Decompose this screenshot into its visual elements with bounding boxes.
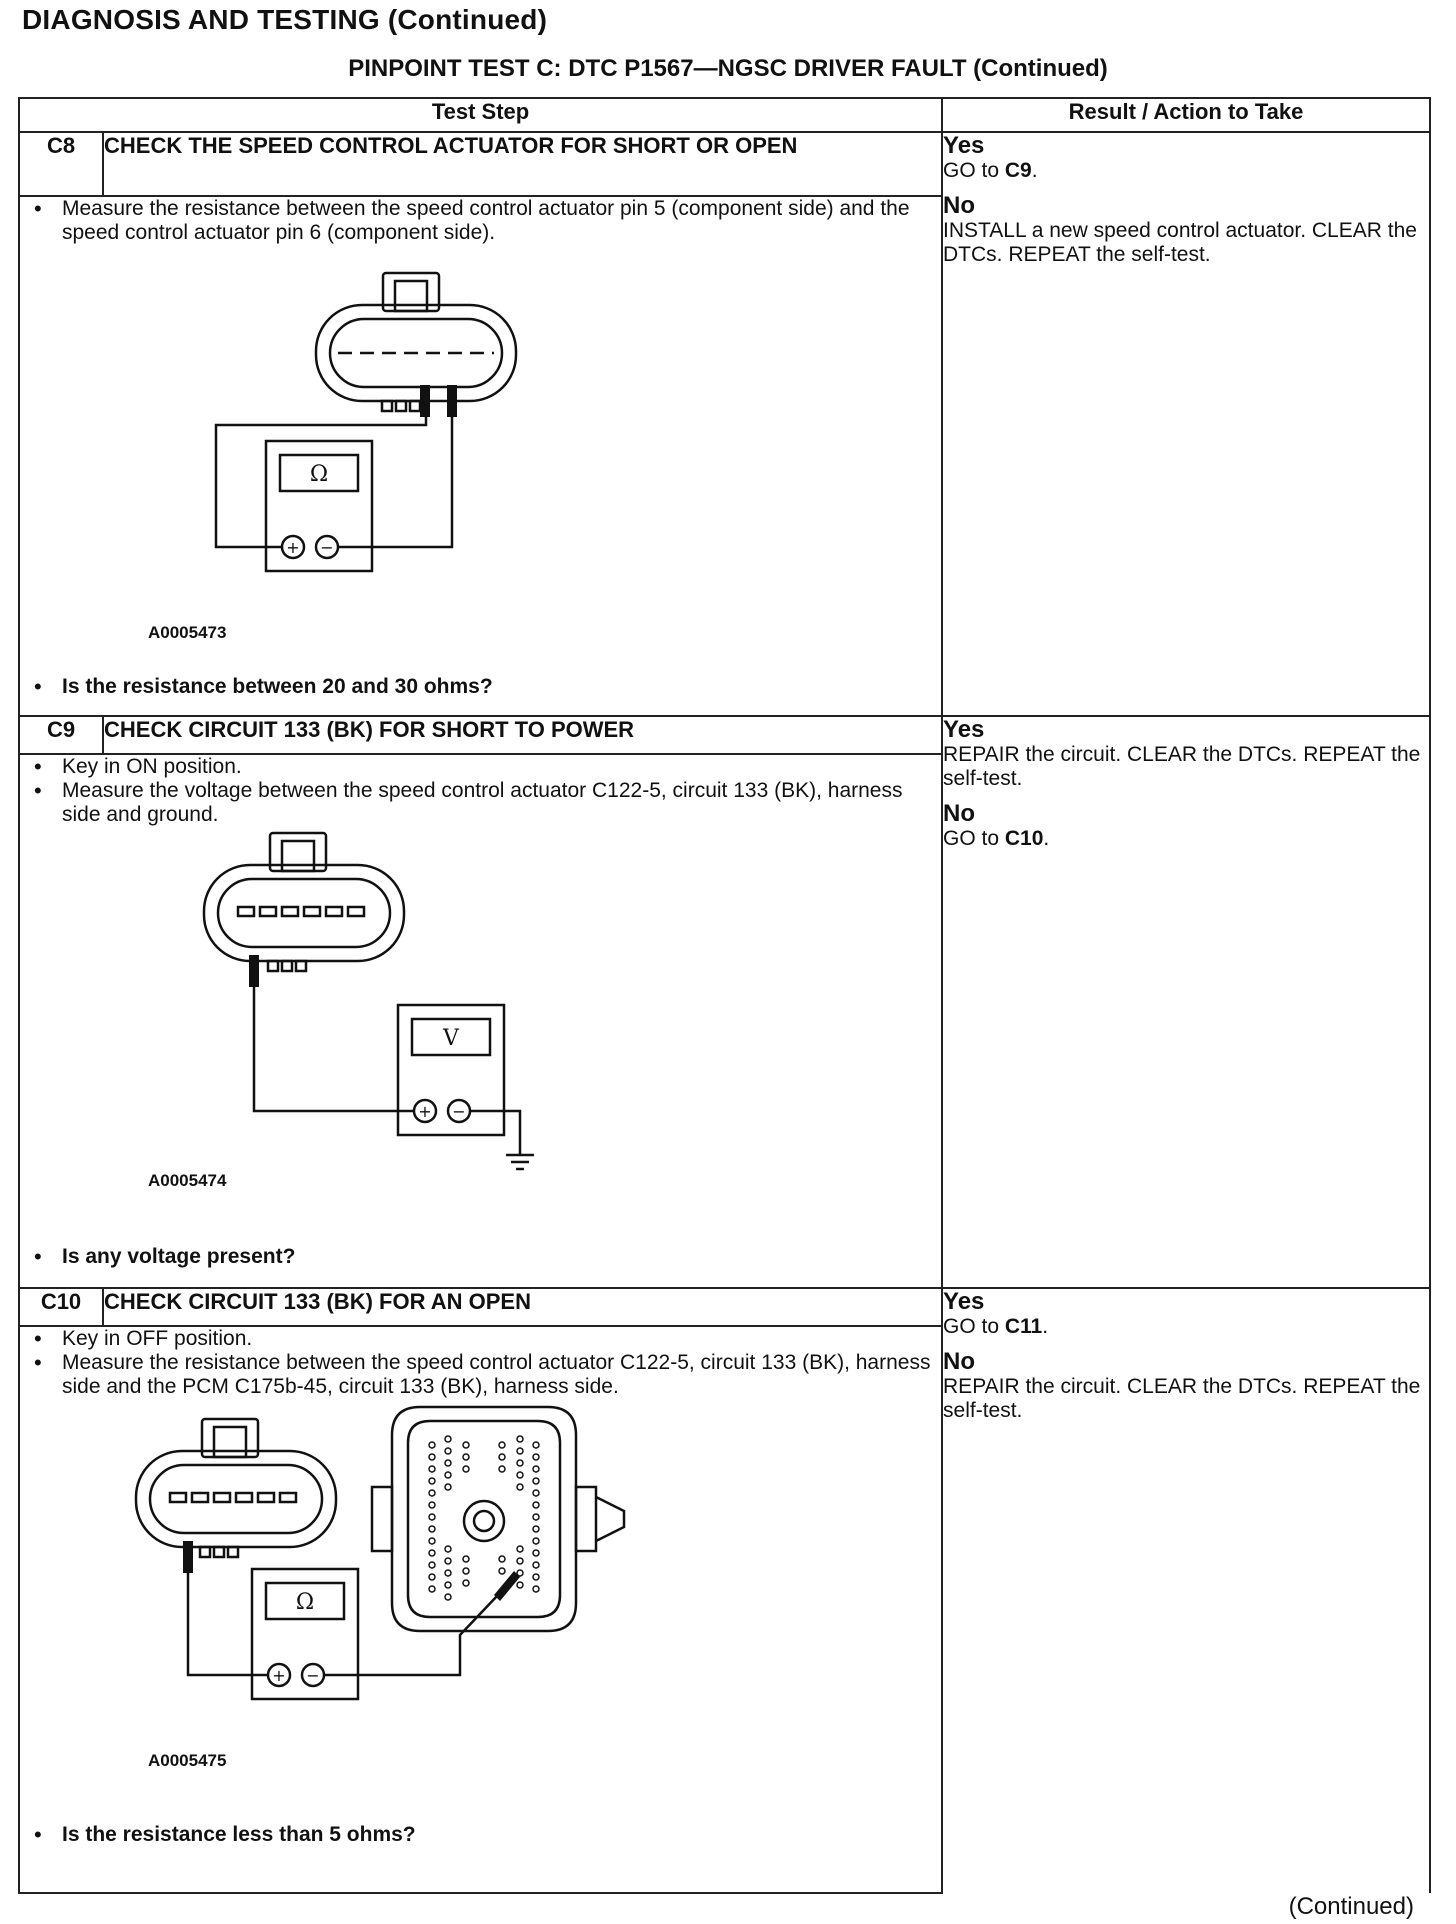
step-question: Is the resistance between 20 and 30 ohms… [62,675,493,698]
bullet-glyph: • [34,1350,42,1375]
yes-action: GO to C9. [943,159,1038,182]
result-cell: Yes GO to C9. No INSTALL a new speed con… [941,131,1432,716]
bullet-glyph: • [34,1822,42,1847]
figure-circuit-open-check: Ω + − A0005475 [20,1399,941,1823]
continued-note: (Continued) [1288,1893,1414,1920]
figure-id: A0005473 [148,623,227,642]
bullet-item: • Measure the voltage between the speed … [34,778,903,827]
column-header-result: Result / Action to Take [941,97,1432,133]
no-action: REPAIR the circuit. CLEAR the DTCs. REPE… [943,1375,1421,1422]
yes-label: Yes [943,716,985,743]
step-body: • Key in OFF position. • Measure the res… [17,1325,944,1894]
step-body: • Measure the resistance between the spe… [17,195,944,717]
step-question: Is the resistance less than 5 ohms? [62,1823,416,1846]
bullet-item: • Key in OFF position. [34,1326,253,1351]
step-title: CHECK THE SPEED CONTROL ACTUATOR FOR SHO… [101,131,944,197]
yes-action: GO to C11. [943,1315,1049,1338]
voltmeter-connector-diagram: V + − [202,831,534,1171]
step-reference: C9 [1004,159,1032,182]
probe-pin-5 [249,955,259,987]
step-title: CHECK CIRCUIT 133 (BK) FOR AN OPEN [101,1287,944,1327]
bullet-item: • Is the resistance less than 5 ohms? [34,1823,941,1847]
no-label: No [943,1348,976,1375]
meter-plus-terminal: + [418,1102,431,1121]
meter-minus-terminal: − [320,538,333,557]
meter-plus-terminal: + [286,538,299,557]
yes-action: REPAIR the circuit. CLEAR the DTCs. REPE… [943,743,1421,790]
step-id: C9 [18,715,104,755]
bullet-glyph: • [34,1326,42,1351]
page-title: DIAGNOSIS AND TESTING (Continued) [22,4,548,35]
figure-actuator-resistance: Ω + − A0005473 [20,245,941,675]
result-cell: Yes GO to C11. No REPAIR the circuit. CL… [941,1287,1432,1893]
probe-pin-6 [447,385,457,417]
probe-actuator-pin-5 [183,1541,193,1573]
voltmeter-icon [396,1003,506,1137]
step-title: CHECK CIRCUIT 133 (BK) FOR SHORT TO POWE… [101,715,944,755]
yes-label: Yes [943,1288,985,1315]
no-action: GO to C10. [943,827,1050,850]
ohmmeter-icon [264,439,374,573]
ohmmeter-pcm-diagram: Ω + − [134,1405,626,1701]
pcm-pin-array [428,1435,540,1601]
meter-plus-terminal: + [272,1666,285,1685]
bullet-glyph: • [34,1244,42,1269]
bullet-item: • Measure the resistance between the spe… [34,1350,931,1399]
probe-pin-5 [420,385,430,417]
bullet-item: • Is the resistance between 20 and 30 oh… [34,675,941,699]
bullet-glyph: • [34,196,42,221]
bullet-glyph: • [34,778,42,803]
meter-display-symbol: Ω [296,1590,314,1615]
bullet-item: • Measure the resistance between the spe… [34,196,910,245]
step-reference: C10 [1004,827,1044,850]
meter-display-symbol: V [442,1026,460,1051]
ohmmeter-connector-diagram: Ω + − [214,271,518,573]
step-body: • Key in ON position. • Measure the volt… [17,753,944,1289]
probe-pcm-pin-45 [494,1571,520,1601]
no-label: No [943,192,976,219]
ohmmeter-icon [250,1567,360,1701]
pinpoint-test-title: PINPOINT TEST C: DTC P1567—NGSC DRIVER F… [348,55,1108,82]
figure-voltage-check: V + − A0005474 [20,827,941,1245]
step-question: Is any voltage present? [62,1245,296,1268]
step-id: C10 [18,1287,104,1327]
pinpoint-test-table: Test Step Result / Action to Take C8 CHE… [17,97,1432,1894]
bullet-item: • Key in ON position. [34,754,242,779]
bullet-glyph: • [34,674,42,699]
meter-display-symbol: Ω [310,462,328,487]
meter-minus-terminal: − [306,1666,319,1685]
bullet-glyph: • [34,754,42,779]
figure-id: A0005474 [148,1171,227,1190]
yes-label: Yes [943,132,985,159]
column-header-test-step: Test Step [17,97,944,133]
meter-minus-terminal: − [452,1102,465,1121]
step-id: C8 [18,131,104,197]
step-reference: C11 [1004,1315,1043,1338]
no-action: INSTALL a new speed control actuator. CL… [943,219,1417,266]
no-label: No [943,800,976,827]
result-cell: Yes REPAIR the circuit. CLEAR the DTCs. … [941,715,1432,1288]
pcm-connector-icon [390,1405,578,1633]
bullet-item: • Is any voltage present? [34,1245,941,1269]
figure-id: A0005475 [148,1751,227,1770]
